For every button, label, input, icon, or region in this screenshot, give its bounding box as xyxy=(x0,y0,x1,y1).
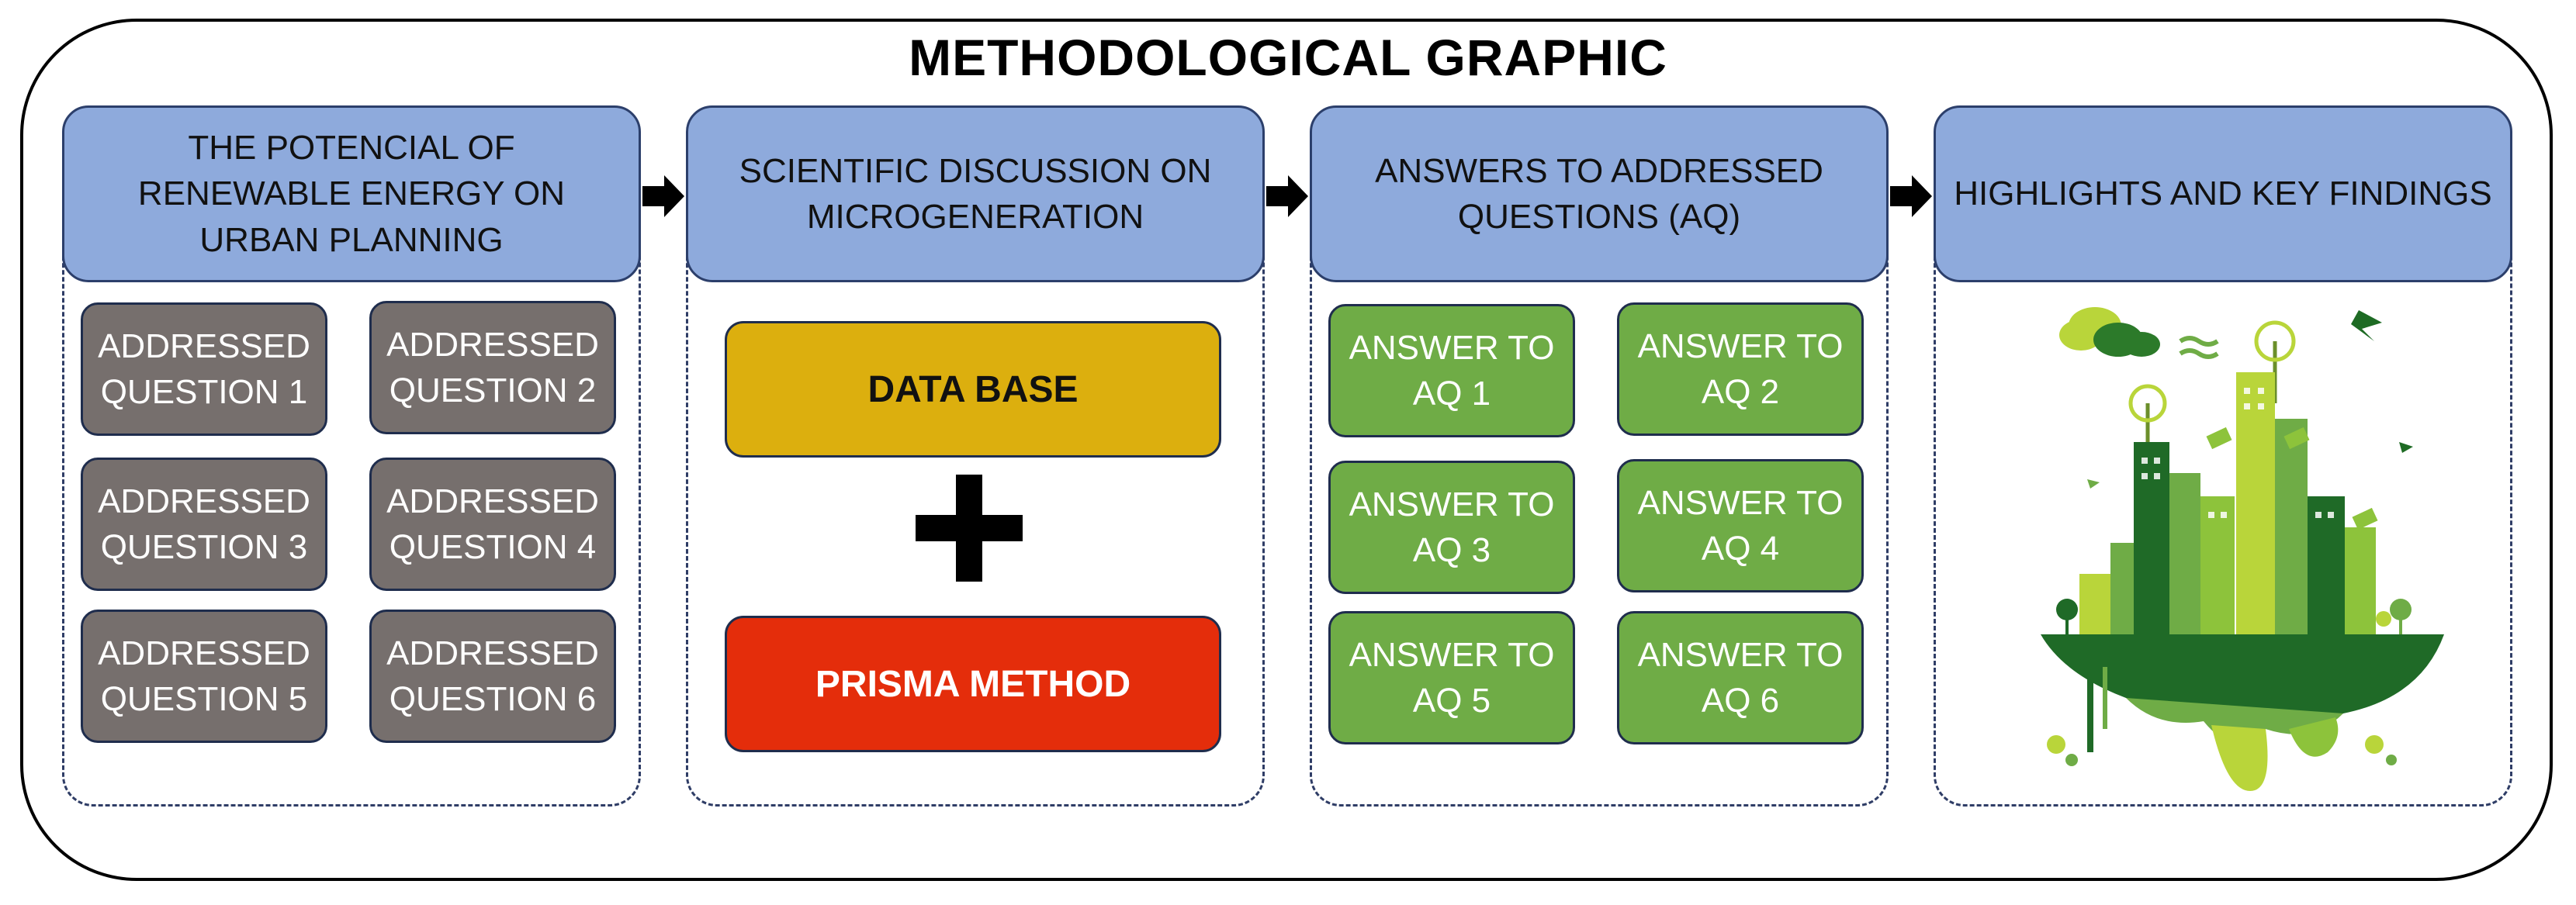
answer-aq-2: ANSWER TO AQ 2 xyxy=(1617,302,1864,436)
addressed-question-5: ADDRESSED QUESTION 5 xyxy=(81,610,327,743)
plus-icon xyxy=(916,475,1023,582)
panel-1 xyxy=(62,233,641,807)
outer-frame xyxy=(20,19,2553,881)
answer-aq-1: ANSWER TO AQ 1 xyxy=(1328,304,1575,437)
panel-4 xyxy=(1934,233,2512,807)
answer-aq-5: ANSWER TO AQ 5 xyxy=(1328,611,1575,744)
header-scientific-discussion: SCIENTIFIC DISCUSSION ON MICROGENERATION xyxy=(686,105,1265,282)
prisma-method-box: PRISMA METHOD xyxy=(725,616,1221,752)
arrow-right-icon xyxy=(1890,175,1932,217)
green-city-icon xyxy=(2041,307,2444,791)
header-renewable-energy: THE POTENCIAL OF RENEWABLE ENERGY ON URB… xyxy=(62,105,641,282)
addressed-question-2: ADDRESSED QUESTION 2 xyxy=(369,301,616,434)
addressed-question-1: ADDRESSED QUESTION 1 xyxy=(81,302,327,436)
addressed-question-3: ADDRESSED QUESTION 3 xyxy=(81,458,327,591)
arrow-right-icon xyxy=(642,175,684,217)
answer-aq-3: ANSWER TO AQ 3 xyxy=(1328,461,1575,594)
database-box: DATA BASE xyxy=(725,321,1221,458)
answer-aq-4: ANSWER TO AQ 4 xyxy=(1617,459,1864,592)
header-answers: ANSWERS TO ADDRESSED QUESTIONS (AQ) xyxy=(1310,105,1889,282)
panel-3 xyxy=(1310,233,1889,807)
answer-aq-6: ANSWER TO AQ 6 xyxy=(1617,611,1864,744)
panel-2 xyxy=(686,233,1265,807)
page-title: METHODOLOGICAL GRAPHIC xyxy=(909,29,1667,86)
header-highlights: HIGHLIGHTS AND KEY FINDINGS xyxy=(1934,105,2512,282)
addressed-question-6: ADDRESSED QUESTION 6 xyxy=(369,610,616,743)
addressed-question-4: ADDRESSED QUESTION 4 xyxy=(369,458,616,591)
arrow-right-icon xyxy=(1266,175,1308,217)
